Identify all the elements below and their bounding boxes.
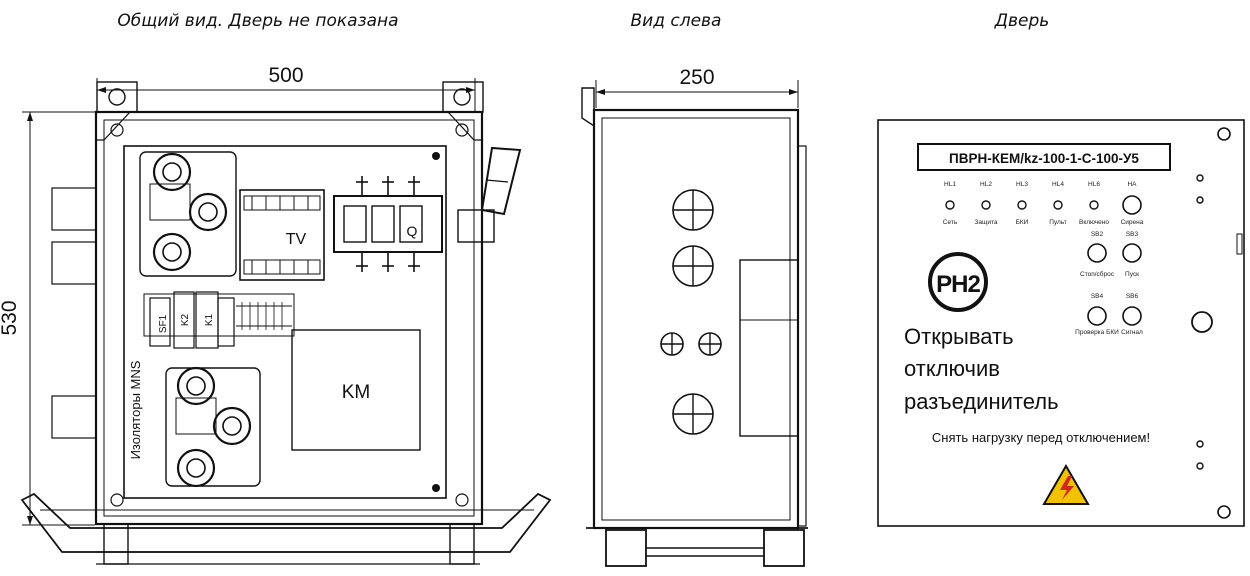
height-dimension: 530 xyxy=(0,111,95,526)
tv-label: TV xyxy=(286,231,307,248)
base-frame xyxy=(20,492,552,565)
logo-text: РН2 xyxy=(936,271,980,298)
siren-icon xyxy=(1122,195,1142,215)
indicator-lamp-icon xyxy=(945,200,955,210)
brand-logo: РН2 xyxy=(928,252,988,312)
button-caption: Стоп/сброс xyxy=(1080,270,1115,278)
left-view: 250 xyxy=(581,66,808,567)
indicator-lamp-icon xyxy=(1089,200,1099,210)
indicator-caption: Сирена xyxy=(1121,219,1144,226)
model-plate xyxy=(917,143,1171,171)
indicator-lamp-icon xyxy=(981,200,991,210)
width-dimension: 500 xyxy=(96,64,476,112)
indicator-caption: Сеть xyxy=(943,219,958,226)
indicator-row: HL1 Сеть HL2 Защита HL3 БКИ HL4 Пульт HL… xyxy=(943,181,1144,226)
mounting-plate xyxy=(123,145,447,499)
height-label: 530 xyxy=(0,300,21,335)
enclosure-body xyxy=(94,110,484,526)
door-view: ПВРН-КЕМ/kz-100-1-С-100-У5 HL1 Сеть HL2 … xyxy=(877,119,1245,527)
din-rail-devices: SF1 K2 K1 xyxy=(143,291,295,349)
warning-line-2: отключив xyxy=(904,356,1000,381)
indicator-code: HL2 xyxy=(980,181,992,188)
title-general-view: Общий вид. Дверь не показана xyxy=(117,11,398,31)
button-code: SB3 xyxy=(1126,231,1139,238)
cable-glands xyxy=(660,189,722,435)
side-body xyxy=(592,108,800,530)
button-block: SB2 Стоп/сброс SB3 Пуск SB4 Проверка БКИ… xyxy=(1075,231,1143,336)
warning-line-3: разъединитель xyxy=(904,389,1059,414)
indicator-code: HL1 xyxy=(944,181,956,188)
indicator-caption: Включено xyxy=(1079,219,1109,226)
stop-reset-button[interactable] xyxy=(1087,243,1107,263)
indicator-code: HL6 xyxy=(1088,181,1100,188)
contactor-km: KM xyxy=(291,329,421,451)
model-label: ПВРН-КЕМ/kz-100-1-С-100-У5 xyxy=(949,151,1139,166)
k2-label: K2 xyxy=(180,313,191,326)
button-code: SB6 xyxy=(1126,293,1139,300)
width-label: 500 xyxy=(268,64,303,87)
title-door: Дверь xyxy=(994,11,1050,31)
indicator-lamp-icon xyxy=(1017,200,1027,210)
button-caption: Проверка БКИ xyxy=(1075,329,1119,336)
indicator-caption: Защита xyxy=(974,219,997,226)
start-button[interactable] xyxy=(1122,243,1142,263)
button-caption: Пуск xyxy=(1125,271,1139,278)
indicator-caption: БКИ xyxy=(1016,219,1029,226)
general-view: 500 530 xyxy=(0,64,552,565)
left-width-dimension: 250 xyxy=(595,66,799,108)
button-code: SB4 xyxy=(1091,293,1104,300)
side-base xyxy=(586,527,808,567)
indicator-code: HL4 xyxy=(1052,181,1064,188)
indicator-code: HA xyxy=(1127,181,1137,188)
q-label: Q xyxy=(407,223,418,239)
warning-line-1: Открывать xyxy=(904,324,1014,349)
disconnector-handle xyxy=(457,146,522,243)
indicator-code: HL3 xyxy=(1016,181,1028,188)
notice-text: Снять нагрузку перед отключением! xyxy=(932,430,1150,445)
left-width-label: 250 xyxy=(679,66,714,89)
title-left-view: Вид слева xyxy=(631,11,722,31)
k1-label: K1 xyxy=(204,313,215,326)
door-panel xyxy=(877,119,1245,527)
transformer-tv: TV xyxy=(239,189,325,281)
bki-check-button[interactable] xyxy=(1087,306,1107,326)
insulators-label: Изоляторы MNS xyxy=(128,360,143,459)
km-label: KM xyxy=(342,382,371,403)
lower-insulators: Изоляторы MNS xyxy=(128,360,261,488)
upper-insulators xyxy=(139,151,237,277)
indicator-caption: Пульт xyxy=(1049,219,1066,226)
disconnector-q: Q xyxy=(333,176,443,272)
button-caption: Сигнал xyxy=(1121,329,1143,336)
sf1-label: SF1 xyxy=(158,314,169,333)
high-voltage-warning-icon xyxy=(1042,464,1090,505)
door-lock-icon xyxy=(1191,311,1213,333)
indicator-lamp-icon xyxy=(1053,200,1063,210)
signal-button[interactable] xyxy=(1122,306,1142,326)
button-code: SB2 xyxy=(1091,231,1104,238)
